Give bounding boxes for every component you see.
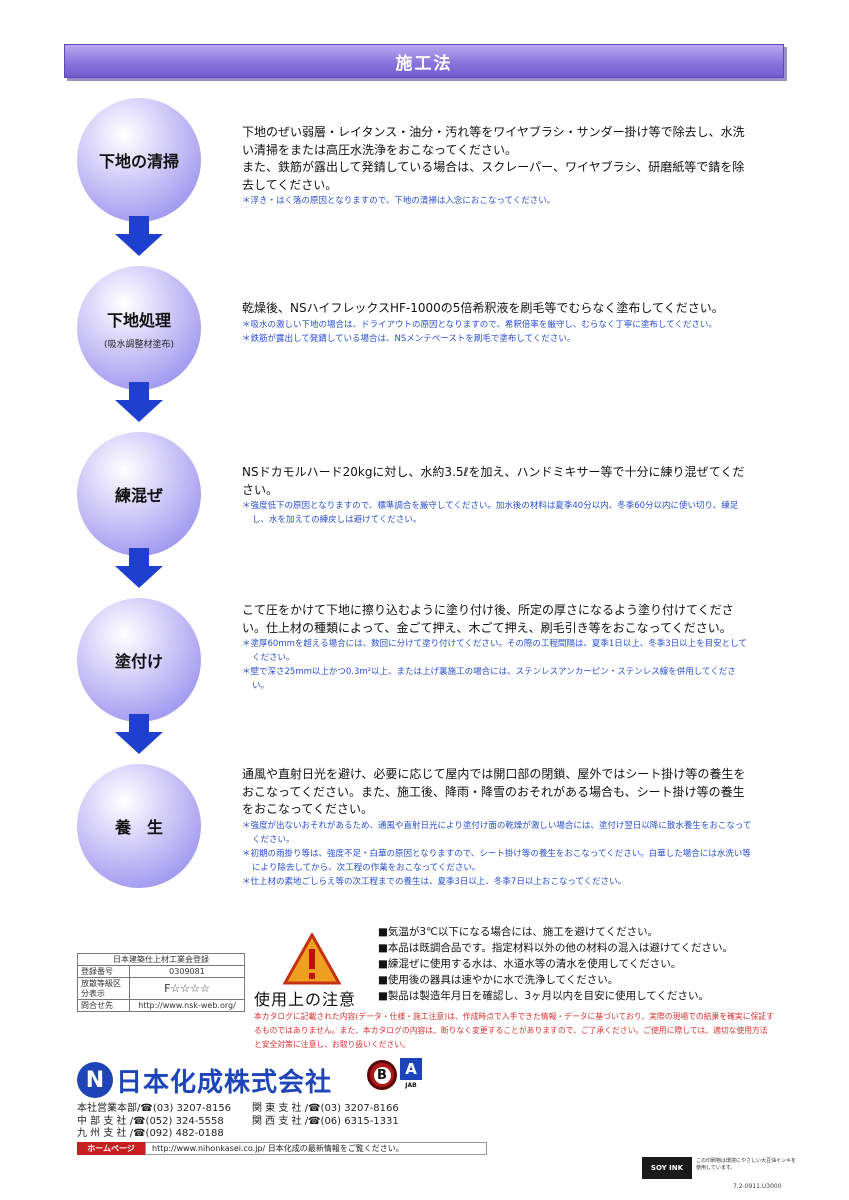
step-text-application: こて圧をかけて下地に擦り込むように塗り付け後、所定の厚さになるよう塗り付けてくだ… bbox=[242, 602, 752, 693]
step-note: ＊強度低下の原因となりますので、標準調合を厳守してください。加水後の材料は夏季4… bbox=[242, 501, 739, 525]
section-title: 施工法 bbox=[395, 53, 453, 74]
warning-triangle-icon bbox=[283, 933, 341, 985]
homepage-bar: ホームページ http://www.nihonkasei.co.jp/ 日本化成… bbox=[77, 1142, 487, 1155]
company-name: 日本化成株式会社 bbox=[116, 1068, 333, 1098]
registration-key: 放散等級区分表示 bbox=[77, 977, 130, 1000]
office-row: 本社営業本部/☎(03) 3207-8156 関 東 支 社 /☎(03) 32… bbox=[77, 1103, 427, 1116]
step-circle-cleaning: 下地の清掃 bbox=[77, 98, 201, 222]
registration-table: 日本建築仕上材工業会登録 登録番号 0309081 放散等級区分表示 F☆☆☆☆… bbox=[77, 953, 245, 1012]
office-contact: 本社営業本部/☎(03) 3207-8156 bbox=[77, 1103, 232, 1114]
step-circle-base-treatment: 下地処理 (吸水調整材塗布) bbox=[77, 266, 201, 390]
soy-ink-logo-icon: SOY INK bbox=[642, 1157, 692, 1179]
step-subtitle: (吸水調整材塗布) bbox=[103, 339, 175, 350]
certification-b-icon: B bbox=[367, 1060, 397, 1090]
registration-key: 問合せ先 bbox=[77, 999, 130, 1012]
office-contact: 九 州 支 社 /☎(092) 482-0188 bbox=[77, 1128, 224, 1139]
step-title: 下地の清掃 bbox=[98, 152, 179, 171]
step-main-text: 通風や直射日光を避け、必要に応じて屋内では開口部の閉鎖、屋外ではシート掛け等の養… bbox=[242, 767, 746, 816]
caution-title: 使用上の注意 bbox=[254, 990, 357, 1009]
step-title: 養 生 bbox=[114, 818, 163, 837]
homepage-link[interactable]: http://www.nihonkasei.co.jp/ 日本化成の最新情報をご… bbox=[145, 1142, 487, 1155]
step-title: 下地処理 bbox=[106, 310, 171, 330]
office-contact: 関 東 支 社 /☎(03) 3207-8166 bbox=[252, 1103, 399, 1114]
down-arrow-icon bbox=[115, 216, 163, 256]
step-note: ＊浮き・はく落の原因となりますので、下地の清掃は入念におこなってください。 bbox=[242, 196, 556, 206]
caution-item: ■使用後の器具は速やかに水で洗浄してください。 bbox=[378, 974, 619, 986]
caution-list: ■気温が3℃以下になる場合には、施工を避けてください。 ■本品は既調合品です。指… bbox=[378, 924, 768, 1004]
step-note: ＊初期の雨掛り等は、強度不足・白華の原因となりますので、シート掛け等の養生をおこ… bbox=[242, 848, 751, 873]
homepage-label: ホームページ bbox=[77, 1142, 145, 1155]
step-text-curing: 通風や直射日光を避け、必要に応じて屋内では開口部の閉鎖、屋外ではシート掛け等の養… bbox=[242, 766, 752, 889]
registration-value: 0309081 bbox=[129, 965, 245, 978]
step-circle-mixing: 練混ぜ bbox=[77, 432, 201, 556]
caution-item: ■製品は製造年月日を確認し、3ヶ月以内を目安に使用してください。 bbox=[378, 990, 709, 1002]
caution-item: ■本品は既調合品です。指定材料以外の他の材料の混入は避けてください。 bbox=[378, 942, 734, 954]
step-note: ＊強度が出ないおそれがあるため、通風や直射日光により塗付け面の乾燥が激しい場合に… bbox=[242, 820, 752, 845]
registration-value[interactable]: http://www.nsk-web.org/ bbox=[129, 999, 245, 1012]
soy-ink-note: この印刷物は環境にやさしい大豆油インキを使用しています。 bbox=[696, 1158, 797, 1171]
step-note: ＊仕上材の素地ごしらえ等の次工程までの養生は、夏季3日以上、冬季7日以上おこなっ… bbox=[242, 876, 627, 887]
office-contact: 中 部 支 社 /☎(052) 324-5558 bbox=[77, 1115, 224, 1127]
down-arrow-icon bbox=[115, 548, 163, 588]
step-text-cleaning: 下地のぜい弱層・レイタンス・油分・汚れ等をワイヤブラシ・サンダー掛け等で除去し、… bbox=[242, 124, 752, 208]
step-main-text: こて圧をかけて下地に擦り込むように塗り付け後、所定の厚さになるよう塗り付けてくだ… bbox=[242, 603, 734, 635]
office-row: 中 部 支 社 /☎(052) 324-5558 関 西 支 社 /☎(06) … bbox=[77, 1116, 427, 1129]
registration-header: 日本建築仕上材工業会登録 bbox=[77, 953, 245, 966]
office-row: 九 州 支 社 /☎(092) 482-0188 bbox=[77, 1128, 427, 1141]
registration-key: 登録番号 bbox=[77, 965, 130, 978]
step-note: ＊鉄筋が露出して発錆している場合は、NSメンテペーストを刷毛で塗布してください。 bbox=[242, 333, 576, 344]
step-note: ＊塗厚60mmを超える場合には、数回に分けて塗り付けてください。その際の工程間隔… bbox=[242, 639, 747, 663]
step-main-text: NSドカモルハード20kgに対し、水約3.5ℓを加え、ハンドミキサー等で十分に練… bbox=[242, 465, 745, 497]
company-logo-icon: N bbox=[77, 1062, 113, 1098]
down-arrow-icon bbox=[115, 382, 163, 422]
step-circle-curing: 養 生 bbox=[77, 764, 201, 888]
section-header: 施工法 bbox=[64, 44, 784, 78]
step-note: ＊吸水の激しい下地の場合は、ドライアウトの原因となりますので、希釈倍率を厳守し、… bbox=[242, 319, 717, 330]
document-code: 7.2-0911.U3000 bbox=[733, 1183, 782, 1190]
step-text-mixing: NSドカモルハード20kgに対し、水約3.5ℓを加え、ハンドミキサー等で十分に練… bbox=[242, 464, 752, 527]
certification-b-letter: B bbox=[373, 1066, 391, 1084]
step-title: 練混ぜ bbox=[114, 486, 163, 505]
step-main-text: 乾燥後、NSハイフレックスHF-1000の5倍希釈液を刷毛等でむらなく塗布してく… bbox=[242, 301, 724, 315]
catalog-disclaimer: 本カタログに記載された内容(データ・仕様・施工注意)は、作成時点で入手できた情報… bbox=[254, 1012, 774, 1049]
down-arrow-icon bbox=[115, 714, 163, 754]
step-main-text: また、鉄筋が露出して発錆している場合は、スクレーパー、ワイヤブラシ、研磨紙等で錆… bbox=[242, 160, 745, 192]
office-contacts: 本社営業本部/☎(03) 3207-8156 関 東 支 社 /☎(03) 32… bbox=[77, 1103, 427, 1141]
step-title: 塗付け bbox=[114, 652, 163, 671]
step-note: ＊壁で深さ25mm以上かつ0.3m²以上、または上げ裏施工の場合には、ステンレス… bbox=[242, 667, 736, 691]
step-circle-application: 塗付け bbox=[77, 598, 201, 722]
step-main-text: 下地のぜい弱層・レイタンス・油分・汚れ等をワイヤブラシ・サンダー掛け等で除去し、… bbox=[242, 125, 745, 157]
caution-item: ■練混ぜに使用する水は、水道水等の清水を使用してください。 bbox=[378, 958, 682, 970]
registration-value: F☆☆☆☆ bbox=[129, 977, 245, 1000]
certification-a-label: JAB bbox=[405, 1082, 417, 1089]
certification-a-icon: A bbox=[400, 1058, 422, 1080]
office-contact: 関 西 支 社 /☎(06) 6315-1331 bbox=[252, 1115, 399, 1127]
caution-item: ■気温が3℃以下になる場合には、施工を避けてください。 bbox=[378, 926, 659, 938]
step-text-base-treatment: 乾燥後、NSハイフレックスHF-1000の5倍希釈液を刷毛等でむらなく塗布してく… bbox=[242, 300, 752, 346]
